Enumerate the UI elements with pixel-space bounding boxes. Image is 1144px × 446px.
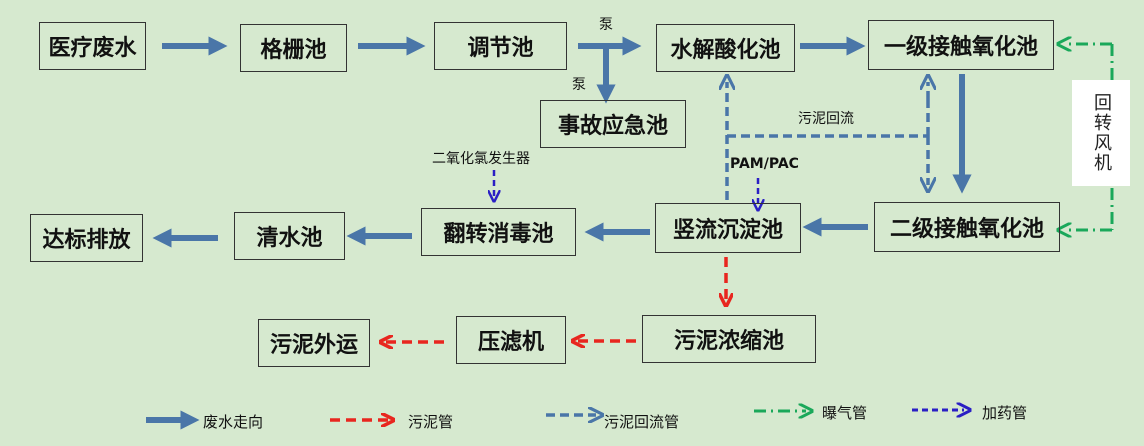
node-hydrolysis-tank: 水解酸化池	[656, 24, 795, 72]
node-medical-wastewater: 医疗废水	[39, 22, 146, 70]
blower-label: 回转风机	[1091, 93, 1112, 173]
sludge-return-label: 污泥回流	[798, 111, 854, 127]
node-sludge-out: 污泥外运	[258, 319, 370, 367]
chlorine-generator-label: 二氧化氯发生器	[432, 151, 530, 167]
legend-dosing-pipe: 加药管	[982, 404, 1028, 422]
legend-sludge-pipe: 污泥管	[408, 413, 454, 431]
pump-label-top: 泵	[599, 17, 613, 33]
pump-label-side: 泵	[572, 77, 586, 93]
node-clear-water-tank: 清水池	[234, 212, 345, 260]
node-primary-contact-tank: 一级接触氧化池	[868, 20, 1054, 70]
pam-pac-label: PAM/PAC	[730, 156, 799, 172]
node-blower: 回转风机	[1072, 80, 1130, 186]
node-disinfection-tank: 翻转消毒池	[421, 208, 576, 256]
legend-aeration-pipe: 曝气管	[822, 404, 868, 422]
node-equalization-tank: 调节池	[434, 22, 567, 70]
legend-wastewater-flow: 废水走向	[203, 413, 264, 431]
legend-sludge-return-pipe: 污泥回流管	[604, 413, 680, 431]
node-filter-press: 压滤机	[456, 316, 566, 364]
node-emergency-tank: 事故应急池	[540, 100, 686, 148]
node-settling-tank: 竖流沉淀池	[655, 203, 801, 253]
node-discharge: 达标排放	[30, 214, 143, 262]
node-screen-tank: 格栅池	[240, 24, 347, 72]
node-sludge-thickener: 污泥浓缩池	[642, 315, 816, 363]
node-secondary-contact-tank: 二级接触氧化池	[874, 202, 1060, 252]
